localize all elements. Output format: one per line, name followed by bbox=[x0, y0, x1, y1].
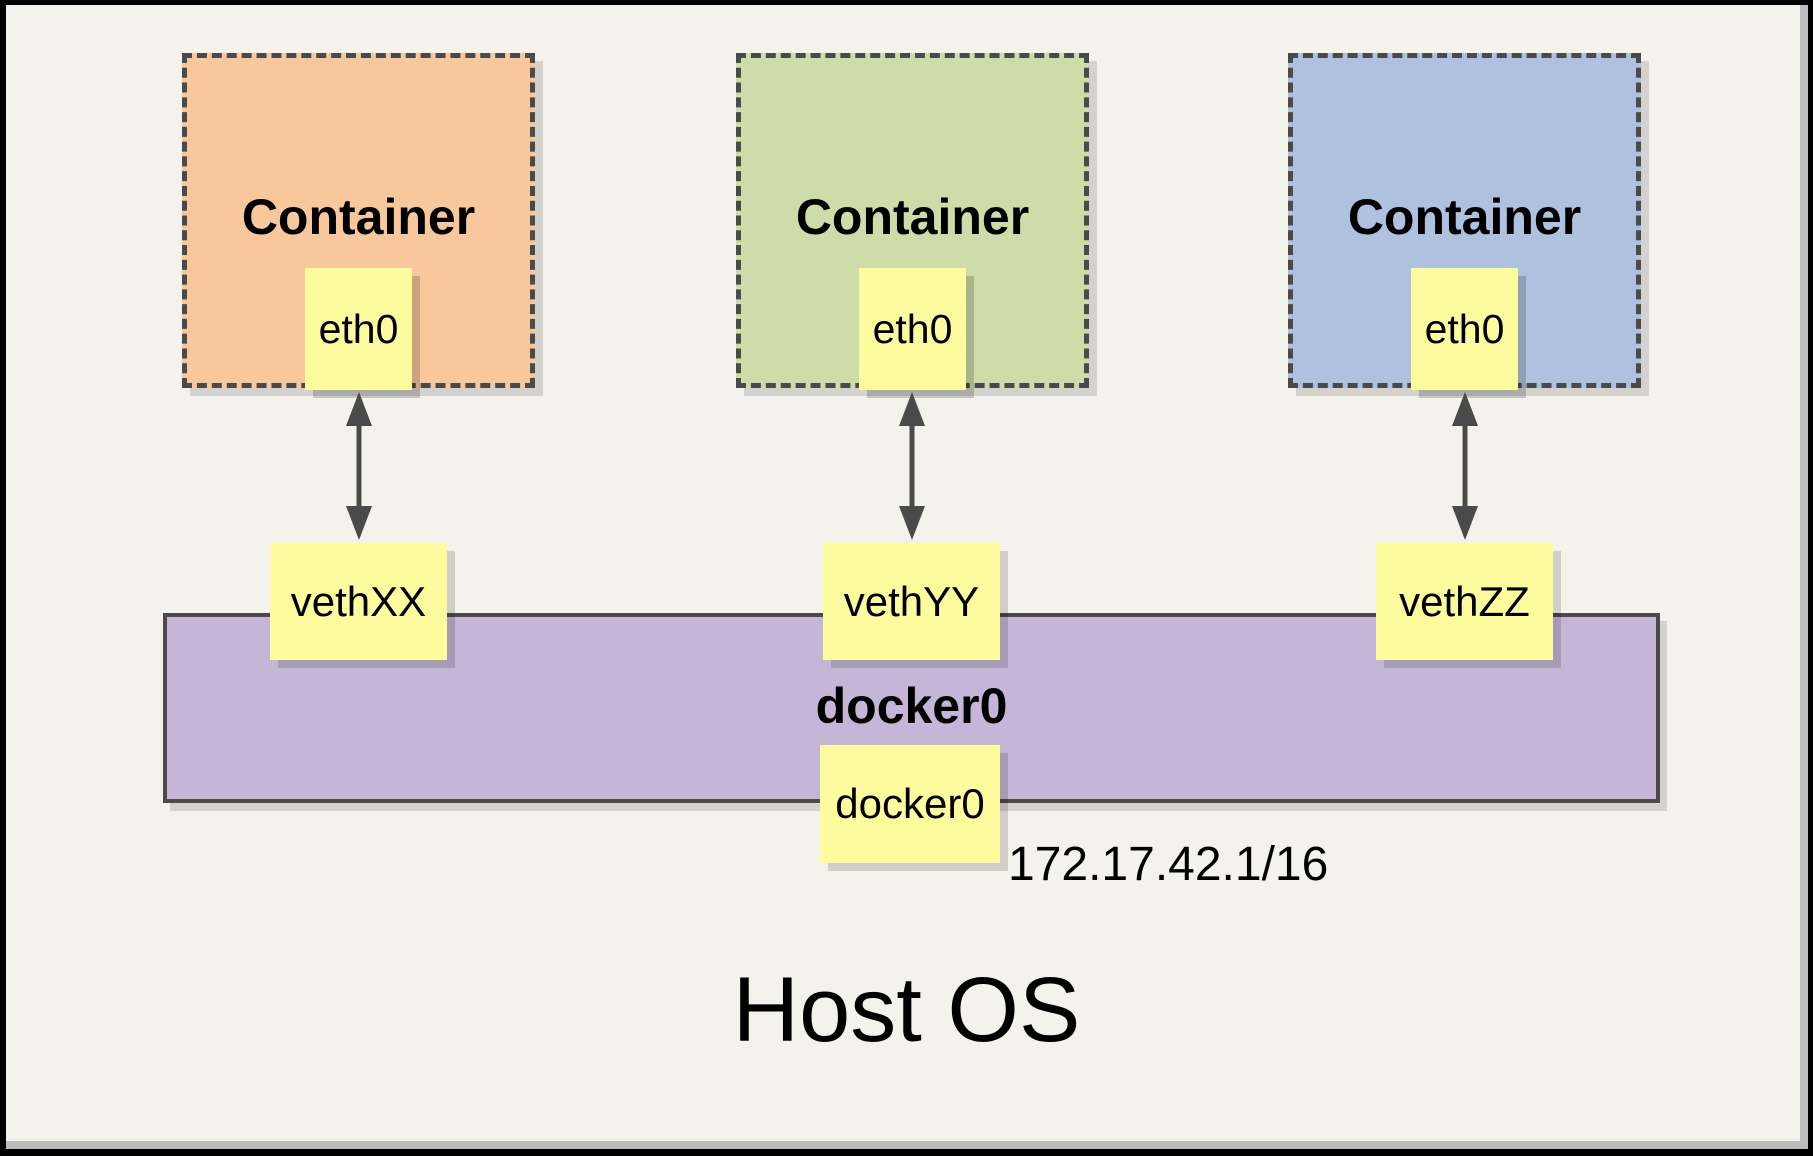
double-arrow-icon-3 bbox=[1452, 392, 1478, 540]
container-3-eth0-label: eth0 bbox=[1424, 305, 1505, 352]
double-arrow-icon-1 bbox=[346, 392, 372, 540]
host-os-label: Host OS bbox=[732, 959, 1081, 1061]
container-1-eth0-box: eth0 bbox=[305, 268, 412, 390]
container-3-eth0-box: eth0 bbox=[1411, 268, 1518, 390]
vethxx-box: vethXX bbox=[270, 543, 447, 660]
container-box-1: Container eth0 bbox=[182, 53, 535, 390]
docker0-interface-label: docker0 bbox=[835, 780, 985, 827]
vethyy-label: vethYY bbox=[843, 577, 980, 625]
container-2-eth0-label: eth0 bbox=[872, 305, 953, 352]
container-2-label: Container bbox=[795, 189, 1030, 245]
double-arrow-icon-2 bbox=[899, 392, 925, 540]
vethzz-box: vethZZ bbox=[1376, 543, 1553, 660]
container-1-eth0-label: eth0 bbox=[318, 305, 399, 352]
container-3-label: Container bbox=[1347, 189, 1582, 245]
vethyy-box: vethYY bbox=[823, 543, 1000, 660]
container-box-2: Container eth0 bbox=[736, 53, 1089, 390]
bridge-ip-label: 172.17.42.1/16 bbox=[1008, 838, 1329, 891]
docker0-bridge-label: docker0 bbox=[815, 678, 1008, 734]
container-1-label: Container bbox=[241, 189, 476, 245]
docker0-interface-box: docker0 bbox=[820, 745, 1000, 863]
vethxx-label: vethXX bbox=[290, 577, 427, 625]
container-2-eth0-box: eth0 bbox=[859, 268, 966, 390]
vethzz-label: vethZZ bbox=[1399, 577, 1530, 625]
container-box-3: Container eth0 bbox=[1288, 53, 1641, 390]
